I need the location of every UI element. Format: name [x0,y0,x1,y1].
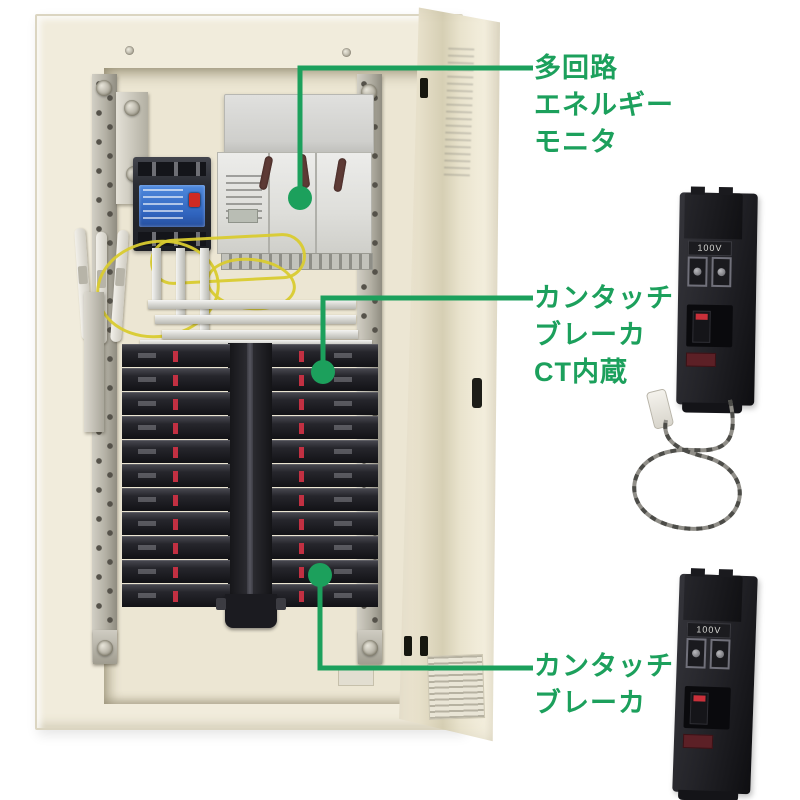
breaker-top-cap [683,573,743,622]
mccb-top-terminals [138,162,206,176]
module-divider [315,153,317,253]
monitor-cover-box [224,94,374,154]
mccb-label-text-blur [143,189,183,219]
busbar [200,248,209,334]
breaker-column-right [272,344,378,608]
branch-breaker [122,368,230,391]
label-line: カンタッチ [534,283,674,313]
branch-breaker [122,464,230,487]
branch-breaker [272,464,378,487]
branch-breaker [272,368,378,391]
breaker-terminal-windows [685,637,731,670]
branch-breaker [272,584,378,607]
side-bracket [84,292,104,432]
label-line: カンタッチ [534,651,674,681]
breaker-toggle [686,304,733,348]
rail-bolt [97,640,113,656]
main-breaker-mccb [133,157,211,251]
busbar [162,330,358,339]
breaker-column-left [122,344,230,608]
busbar [155,315,356,324]
label-line: モニタ [534,127,618,157]
branch-breaker [122,416,230,439]
breaker-toggle [683,685,731,730]
branch-breaker [272,560,378,583]
label-line: ブレーカ [534,688,646,718]
door-spec-sticker [443,47,475,181]
label-ct-breaker: カンタッチ ブレーカ CT内蔵 [534,280,674,391]
center-busbar-column [228,343,272,605]
breaker-rating-label [685,352,717,367]
busbar [176,248,185,320]
branch-breaker [122,512,230,535]
product-breaker: 100V [672,573,758,800]
mccb-label-blue [139,185,205,227]
frame-screw [342,48,351,57]
ct-wire-twist [632,399,742,531]
module-display [228,209,258,223]
terminal-strip [221,253,373,270]
label-breaker: カンタッチ ブレーカ [534,648,674,722]
branch-breaker [122,440,230,463]
busbar-end-connector [216,594,286,628]
terminal-bolt [124,100,140,116]
branch-breaker [122,560,230,583]
breaker-top-cap [684,192,743,240]
frame-screw [125,46,134,55]
breaker-base [677,789,739,800]
door-handle-slot [472,378,482,408]
interior-sticker [338,668,374,686]
branch-breaker [272,512,378,535]
label-line: エネルギー [534,90,674,120]
door-vent-grille [426,654,486,720]
busbar [148,300,356,309]
mccb-test-button [189,193,200,207]
branch-breaker [122,392,230,415]
rail-bolt [362,640,378,656]
white-cable [96,232,107,344]
door-latch-bottom [404,636,434,658]
yellow-wire-loop [148,231,308,287]
label-line: 多回路 [534,53,618,83]
breaker-base [682,402,743,414]
branch-breaker [272,416,378,439]
branch-breaker [122,488,230,511]
breaker-voltage-label: 100V [686,621,732,639]
mccb-bottom-terminals [138,232,206,246]
label-line: CT内蔵 [534,357,628,387]
module-divider [268,153,270,253]
label-energy-monitor: 多回路 エネルギー モニタ [534,50,674,161]
breaker-rating-label [682,733,714,749]
branch-breaker [272,440,378,463]
branch-breaker [272,392,378,415]
branch-breaker [272,344,378,367]
branch-breaker [272,488,378,511]
busbar [152,248,161,306]
breaker-terminal-windows [687,256,732,288]
branch-breaker [122,344,230,367]
rail-bolt [96,80,112,96]
branch-breaker [122,536,230,559]
product-ct-breaker: 100V [676,192,758,414]
branch-breaker [122,584,230,607]
branch-breaker [272,536,378,559]
label-line: ブレーカ [534,320,646,350]
ct-wire [632,399,742,531]
ct-wire-connector [645,388,675,430]
breaker-voltage-label: 100V [687,240,733,257]
